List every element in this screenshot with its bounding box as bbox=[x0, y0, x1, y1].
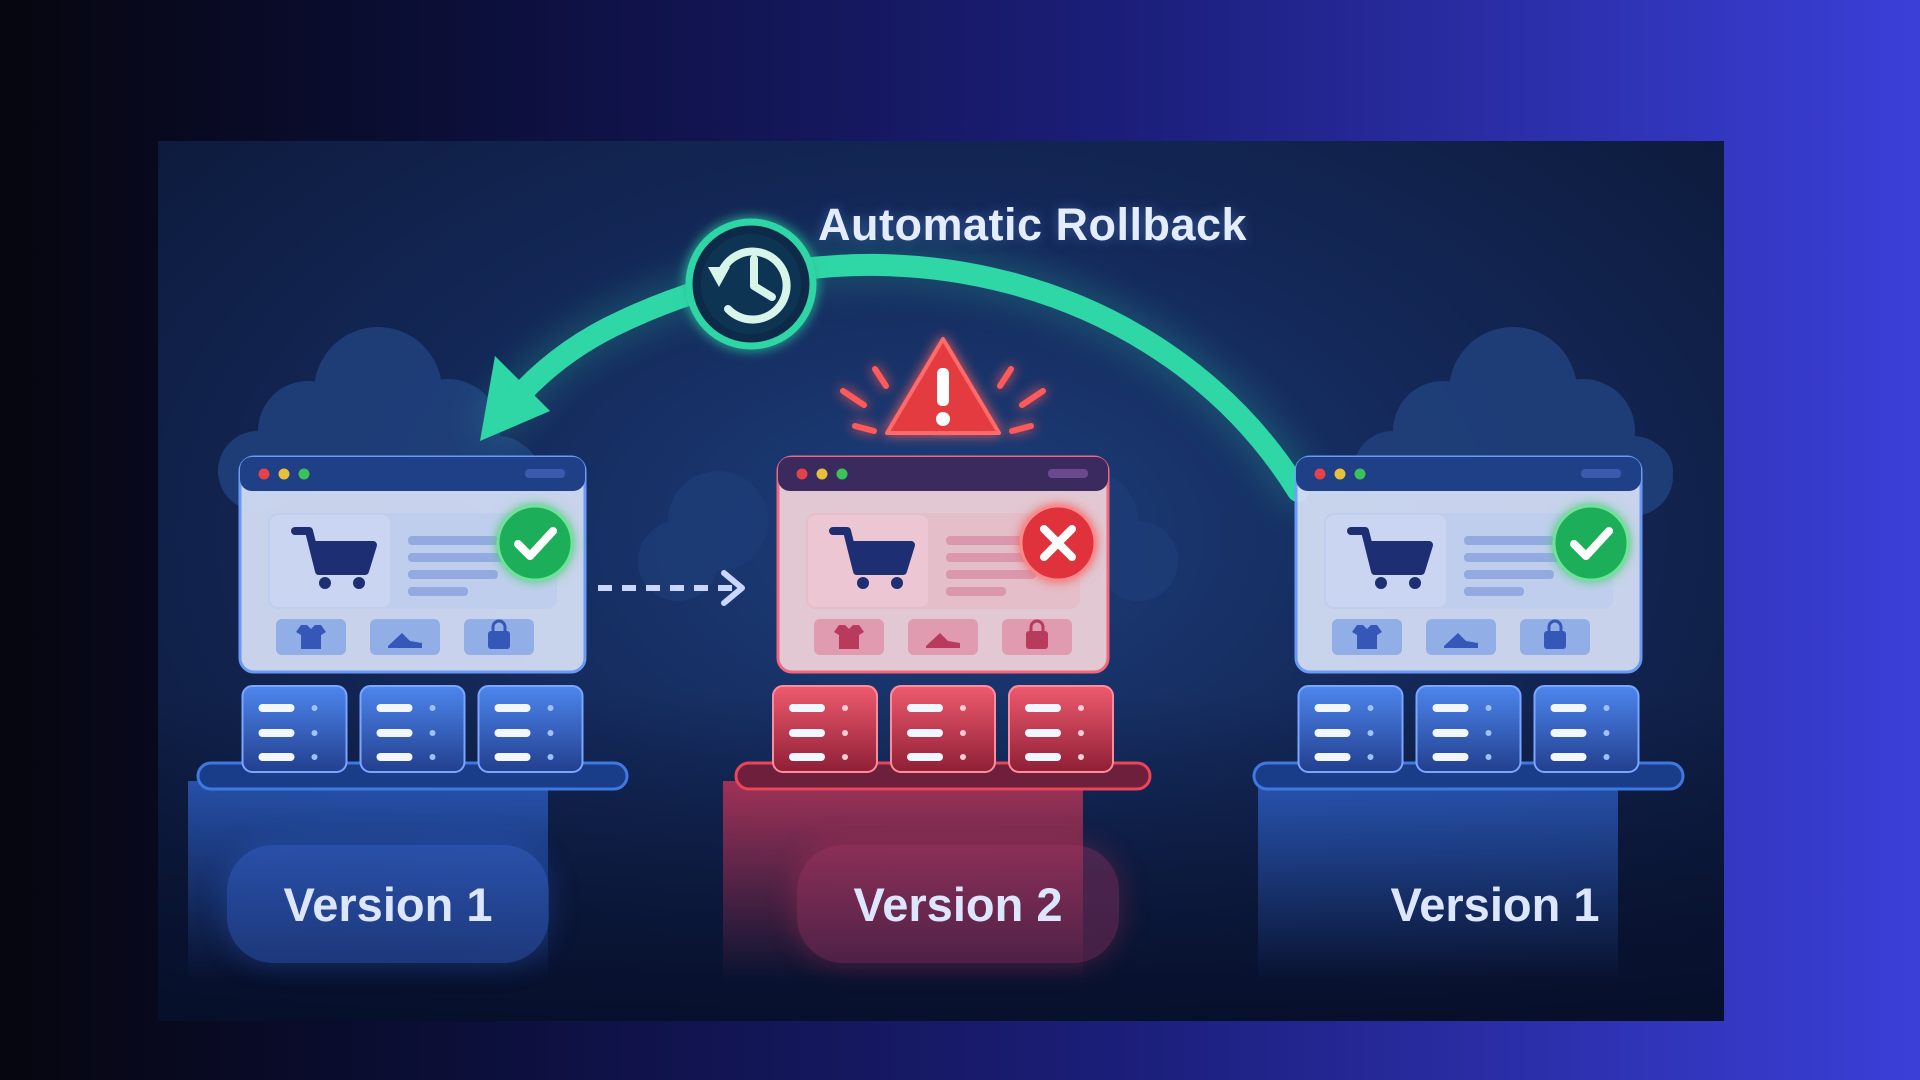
shoe-icon bbox=[908, 619, 978, 655]
shopping-cart-icon bbox=[291, 527, 377, 589]
bag-icon bbox=[464, 619, 534, 655]
server-unit bbox=[1297, 685, 1404, 773]
server-unit bbox=[1415, 685, 1522, 773]
shoe-icon bbox=[1426, 619, 1496, 655]
server-unit bbox=[1533, 685, 1640, 773]
bag-icon bbox=[1520, 619, 1590, 655]
diagram-frame: Automatic Rollback Version 1 Version 2 V… bbox=[158, 141, 1724, 1021]
window-dot bbox=[1334, 468, 1346, 480]
window-dot bbox=[796, 468, 808, 480]
window-dot bbox=[298, 468, 310, 480]
stage-2 bbox=[734, 455, 1152, 791]
browser-window bbox=[1294, 455, 1643, 674]
text-line bbox=[1464, 587, 1524, 596]
shopping-cart-icon bbox=[829, 527, 915, 589]
window-dot bbox=[258, 468, 270, 480]
glow-beam-middle bbox=[723, 781, 1083, 981]
rollback-arrowhead bbox=[480, 356, 550, 441]
text-line bbox=[408, 587, 468, 596]
checkmark-icon bbox=[1552, 504, 1630, 582]
server-unit bbox=[890, 685, 996, 773]
server-rack bbox=[196, 685, 629, 791]
shoe-icon bbox=[370, 619, 440, 655]
stage-3 bbox=[1252, 455, 1685, 791]
browser-window bbox=[238, 455, 587, 674]
window-dot bbox=[816, 468, 828, 480]
text-line bbox=[946, 536, 1036, 545]
text-line bbox=[1464, 536, 1554, 545]
x-icon bbox=[1019, 504, 1097, 582]
diagram-title: Automatic Rollback bbox=[818, 199, 1248, 250]
stage-label-version-1-restored: Version 1 bbox=[1390, 877, 1600, 931]
window-dot bbox=[1354, 468, 1366, 480]
stage-label-version-2: Version 2 bbox=[797, 845, 1119, 963]
warning-triangle-icon bbox=[840, 337, 1046, 435]
browser-window bbox=[776, 455, 1110, 674]
server-unit bbox=[772, 685, 878, 773]
deploy-arrow bbox=[598, 570, 745, 606]
stage-label-version-1: Version 1 bbox=[227, 845, 549, 963]
text-line bbox=[946, 570, 1036, 579]
server-unit bbox=[1008, 685, 1114, 773]
history-clock-icon bbox=[685, 218, 817, 350]
shirt-icon bbox=[276, 619, 346, 655]
stage-1 bbox=[196, 455, 629, 791]
text-line bbox=[946, 587, 1006, 596]
bag-icon bbox=[1002, 619, 1072, 655]
window-dot bbox=[1314, 468, 1326, 480]
text-line bbox=[408, 553, 518, 562]
server-rack bbox=[734, 685, 1152, 791]
window-dot bbox=[836, 468, 848, 480]
shopping-cart-icon bbox=[1347, 527, 1433, 589]
text-line bbox=[408, 570, 498, 579]
server-rack bbox=[1252, 685, 1685, 791]
window-dot bbox=[278, 468, 290, 480]
diagram-scene bbox=[188, 218, 1685, 981]
server-unit bbox=[359, 685, 466, 773]
stages bbox=[196, 455, 1685, 791]
shirt-icon bbox=[1332, 619, 1402, 655]
server-unit bbox=[477, 685, 584, 773]
text-line bbox=[1464, 553, 1574, 562]
text-line bbox=[408, 536, 498, 545]
shirt-icon bbox=[814, 619, 884, 655]
checkmark-icon bbox=[496, 504, 574, 582]
text-line bbox=[1464, 570, 1554, 579]
glow-beam-left bbox=[188, 781, 548, 981]
glow-beam-right bbox=[1258, 781, 1618, 981]
server-unit bbox=[241, 685, 348, 773]
